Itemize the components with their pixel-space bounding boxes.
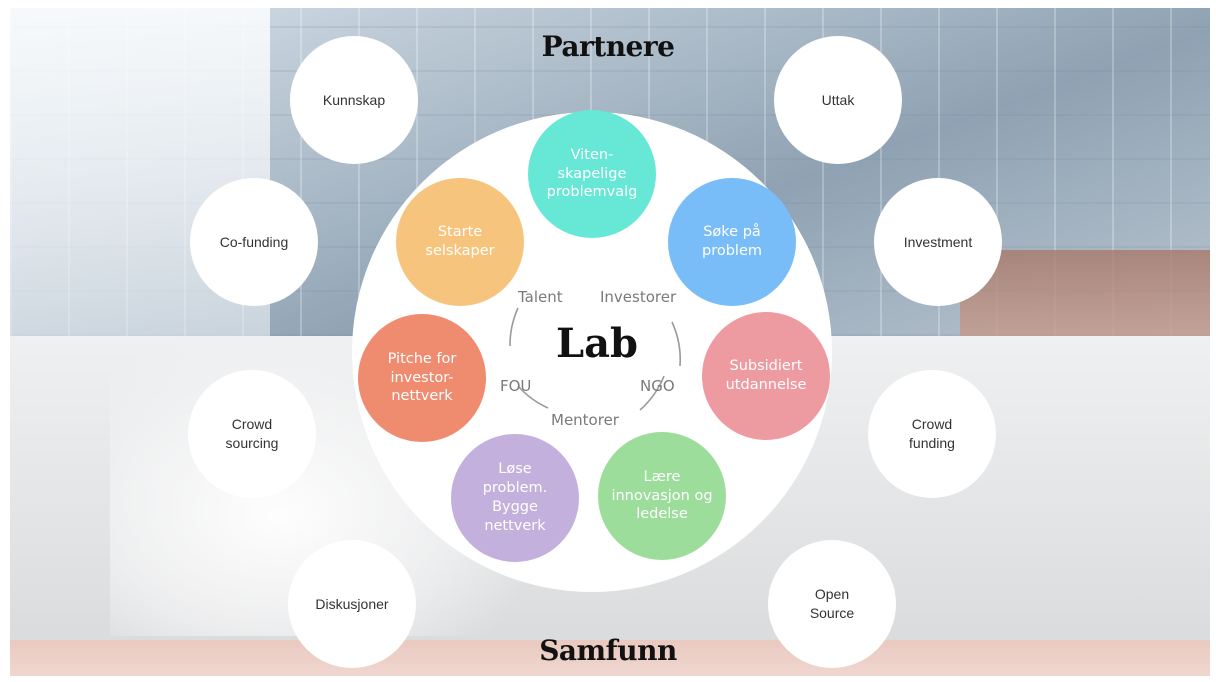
heading-samfunn: Samfunn — [539, 634, 677, 667]
ring-label-investorer: Investorer — [600, 288, 677, 306]
node-crowd-sourcing: Crowd sourcing — [188, 370, 316, 498]
petal-subsidiert: Subsidiert utdannelse — [702, 312, 830, 440]
petal-label: Subsidiert utdannelse — [725, 358, 807, 393]
node-crowd-funding: Crowd funding — [868, 370, 996, 498]
ring-label-talent: Talent — [518, 288, 563, 306]
petal-label: Søke på problem — [702, 224, 762, 259]
node-open-source: Open Source — [768, 540, 896, 668]
petal-label: Lære innovasjon og ledelse — [611, 468, 713, 523]
floor-background — [10, 640, 1210, 676]
petal-laere: Lære innovasjon og ledelse — [598, 432, 726, 560]
petal-starte: Starte selskaper — [396, 178, 524, 306]
node-kunnskap: Kunnskap — [290, 36, 418, 164]
ring-label-ngo: NGO — [640, 377, 675, 395]
roof-background — [960, 250, 1210, 336]
petal-label: Pitche for investor- nettverk — [387, 350, 457, 405]
node-investment: Investment — [874, 178, 1002, 306]
petal-label: Løse problem. Bygge nettverk — [482, 461, 548, 534]
petal-pitche: Pitche for investor- nettverk — [358, 314, 486, 442]
petal-lose: Løse problem. Bygge nettverk — [451, 434, 579, 562]
petal-soke: Søke på problem — [668, 178, 796, 306]
node-diskusjoner: Diskusjoner — [288, 540, 416, 668]
lab-title: Lab — [556, 320, 639, 367]
heading-partnere: Partnere — [541, 30, 675, 63]
petal-label: Viten- skapelige problemvalg — [546, 146, 638, 201]
petal-label: Starte selskaper — [425, 224, 495, 259]
node-co-funding: Co-funding — [190, 178, 318, 306]
node-uttak: Uttak — [774, 36, 902, 164]
ring-label-mentorer: Mentorer — [551, 411, 619, 429]
petal-vitenskapelige: Viten- skapelige problemvalg — [528, 110, 656, 238]
ring-label-fou: FOU — [500, 377, 532, 395]
